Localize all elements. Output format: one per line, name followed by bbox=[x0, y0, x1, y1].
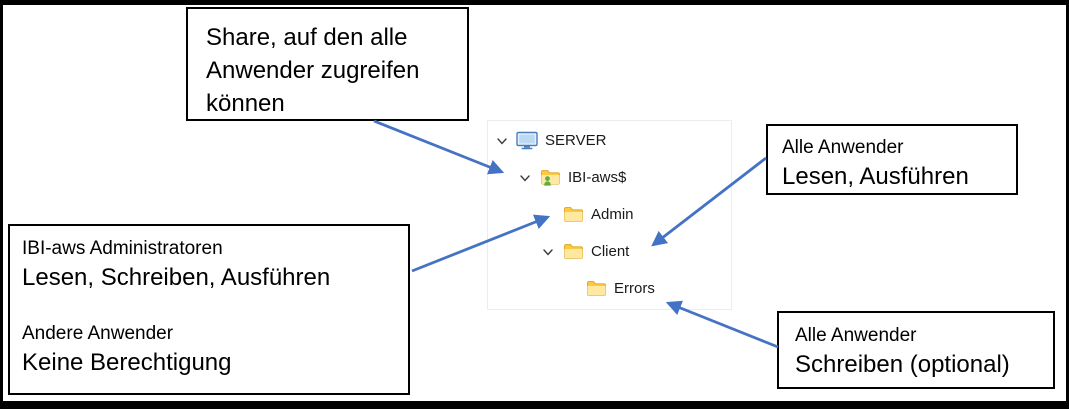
folder-tree: SERVER IBI-aws$ bbox=[487, 120, 732, 310]
tree-item-label: Admin bbox=[591, 206, 634, 223]
computer-icon bbox=[516, 131, 538, 150]
chevron-down-icon[interactable] bbox=[540, 244, 556, 260]
share-callout-line: Share, auf den alle bbox=[206, 24, 408, 51]
shared-folder-icon bbox=[539, 168, 561, 187]
tree-item-client[interactable]: Client bbox=[488, 233, 731, 270]
permission-group-body: Keine Berechtigung bbox=[22, 349, 232, 376]
client-permissions-callout: Alle Anwender Lesen, Ausführen bbox=[766, 124, 1018, 195]
admin-permissions-callout: IBI-aws Administratoren Lesen, Schreiben… bbox=[8, 224, 410, 395]
share-callout: Share, auf den alle Anwender zugreifen k… bbox=[186, 7, 469, 121]
permission-group-title: Andere Anwender bbox=[22, 323, 174, 344]
spacer bbox=[22, 294, 408, 321]
tree-item-server[interactable]: SERVER bbox=[488, 122, 731, 159]
errors-permissions-callout: Alle Anwender Schreiben (optional) bbox=[777, 311, 1055, 389]
permission-group-body: Schreiben (optional) bbox=[795, 351, 1010, 378]
tree-item-label: Client bbox=[591, 243, 630, 260]
permission-group-body: Lesen, Schreiben, Ausführen bbox=[22, 264, 331, 291]
folder-icon bbox=[585, 279, 607, 298]
chevron-down-icon[interactable] bbox=[494, 133, 510, 149]
permission-group-title: IBI-aws Administratoren bbox=[22, 238, 223, 259]
tree-item-admin[interactable]: Admin bbox=[488, 196, 731, 233]
tree-item-label: IBI-aws$ bbox=[568, 169, 627, 186]
tree-item-errors[interactable]: Errors bbox=[488, 270, 731, 307]
tree-item-label: SERVER bbox=[545, 132, 607, 149]
share-callout-line: Anwender zugreifen bbox=[206, 57, 420, 84]
permission-group-title: Alle Anwender bbox=[795, 325, 917, 346]
chevron-down-icon[interactable] bbox=[517, 170, 533, 186]
permission-group-body: Lesen, Ausführen bbox=[782, 163, 969, 190]
tree-item-ibi-aws-share[interactable]: IBI-aws$ bbox=[488, 159, 731, 196]
tree-item-label: Errors bbox=[614, 280, 655, 297]
folder-icon bbox=[562, 205, 584, 224]
permission-group-title: Alle Anwender bbox=[782, 137, 904, 158]
folder-icon bbox=[562, 242, 584, 261]
share-callout-line: können bbox=[206, 90, 285, 117]
